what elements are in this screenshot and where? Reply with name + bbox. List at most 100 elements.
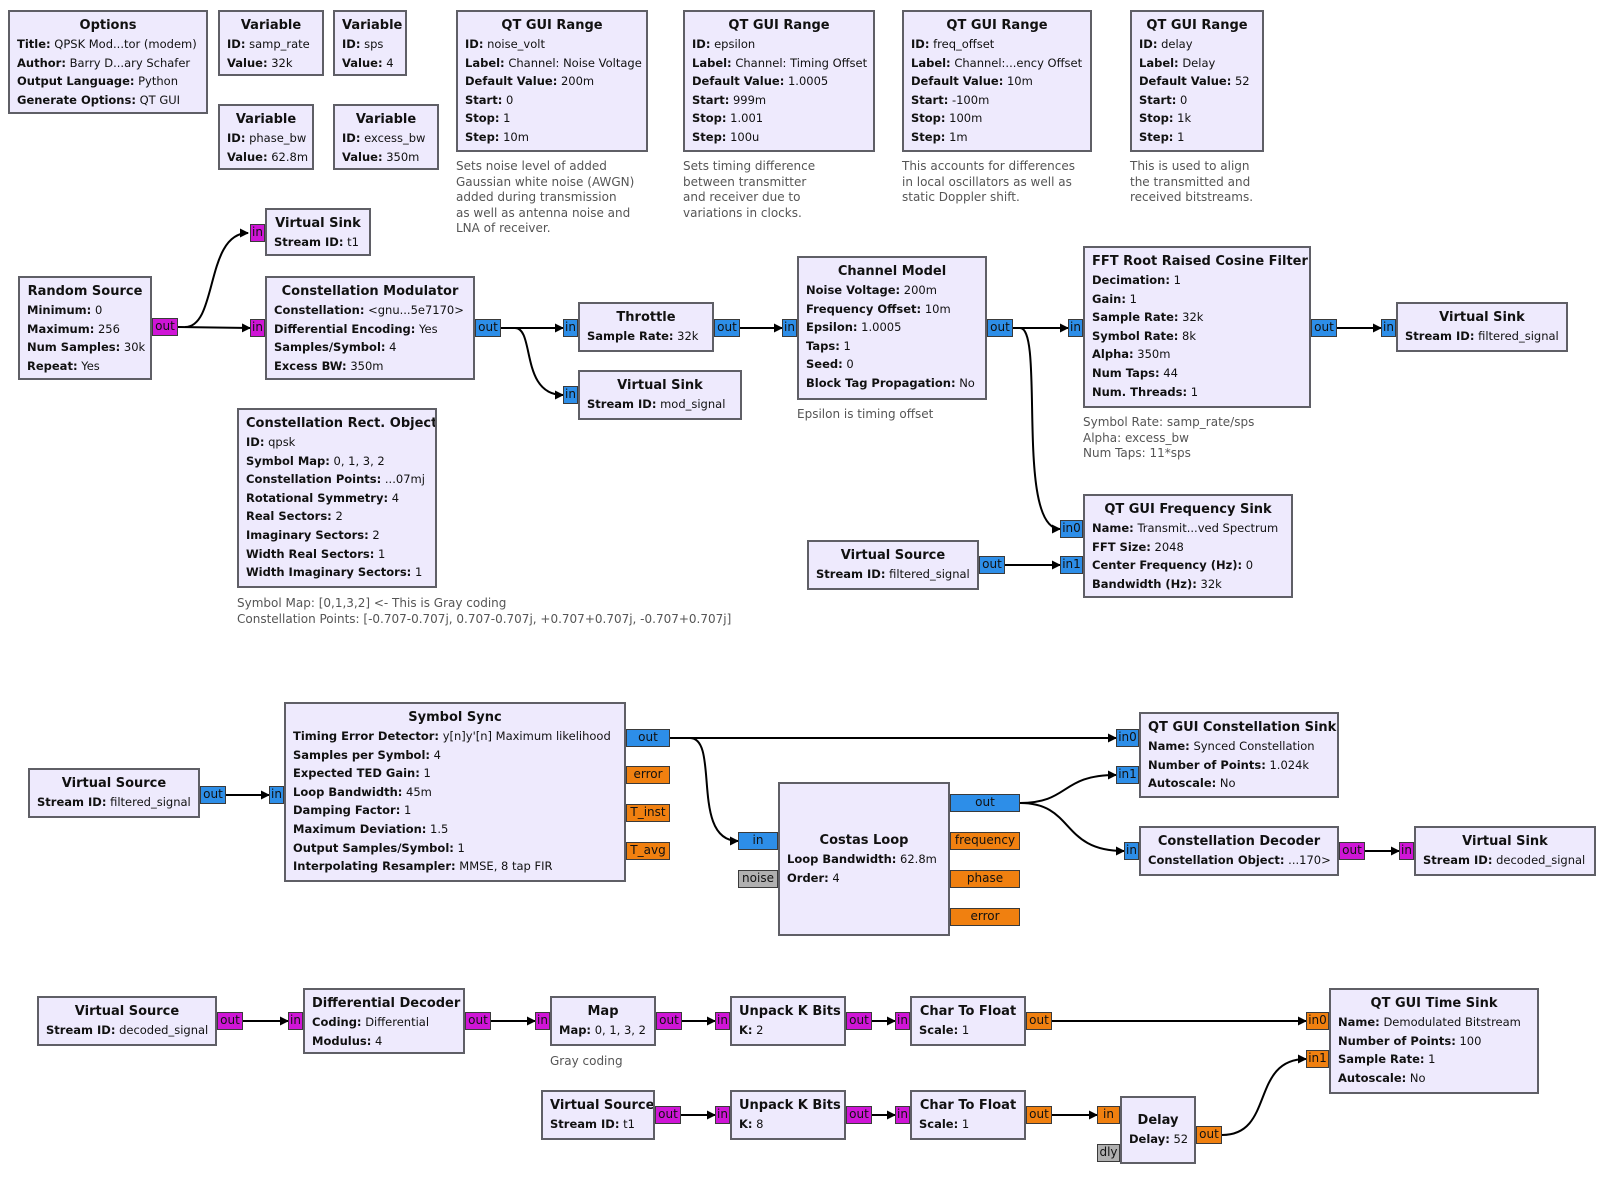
block-param: Author: Barry D...ary Schafer	[17, 54, 199, 73]
delay-dly-port[interactable]: dly	[1097, 1144, 1120, 1162]
symbol-sync-t-avg-port[interactable]: T_avg	[626, 842, 670, 860]
map-out-port[interactable]: out	[656, 1012, 682, 1030]
param-value: Yes	[419, 321, 438, 336]
unpack8-out-port[interactable]: out	[846, 1106, 872, 1124]
throttle-out-port[interactable]: out	[714, 319, 740, 337]
vsink-mod-in-port[interactable]: in	[563, 386, 578, 404]
time-sink-in1-port[interactable]: in1	[1306, 1050, 1329, 1068]
vsrc-decoded-out-port[interactable]: out	[217, 1012, 243, 1030]
vsink-decoded-in-port[interactable]: in	[1399, 842, 1414, 860]
param-key: ID:	[1139, 37, 1158, 51]
c2f1-in-port[interactable]: in	[895, 1012, 910, 1030]
symbol-sync-error-port[interactable]: error	[626, 766, 670, 784]
channel-out-port[interactable]: out	[987, 319, 1013, 337]
costas-in-port[interactable]: in	[738, 832, 778, 850]
param-key: Number of Points:	[1148, 757, 1266, 772]
costas-out-port[interactable]: out	[950, 794, 1020, 812]
rrc-out-port[interactable]: out	[1311, 319, 1337, 337]
symbol-sync-out-port[interactable]: out	[626, 729, 670, 747]
freq-sink-in0-port[interactable]: in0	[1060, 520, 1083, 538]
map-in-port[interactable]: in	[535, 1012, 550, 1030]
param-value: 0	[846, 357, 854, 372]
unpack2-in-port[interactable]: in	[715, 1012, 730, 1030]
unpack2-out-port[interactable]: out	[846, 1012, 872, 1030]
block-param: ID: freq_offset	[911, 35, 1083, 54]
rrc-in-port[interactable]: in	[1068, 319, 1083, 337]
delay-out-port[interactable]: out	[1196, 1126, 1222, 1144]
vsink-filtered-in-port[interactable]: in	[1381, 319, 1396, 337]
random-source-out-port[interactable]: out	[152, 318, 178, 336]
c2f1-out-port[interactable]: out	[1026, 1012, 1052, 1030]
c2f2-out-port[interactable]: out	[1026, 1106, 1052, 1124]
param-key: Default Value:	[692, 74, 785, 89]
diff-decoder-in-port[interactable]: in	[288, 1012, 303, 1030]
costas-phase-port[interactable]: phase	[950, 870, 1020, 888]
const-decoder-in-port[interactable]: in	[1124, 842, 1139, 860]
vsrc-filtered-1-out-port[interactable]: out	[979, 556, 1005, 574]
throttle-in-port[interactable]: in	[563, 319, 578, 337]
costas-frequency-port[interactable]: frequency	[950, 832, 1020, 850]
vsrc-filtered-2-out-port[interactable]: out	[200, 786, 226, 804]
const-sink-in1-port[interactable]: in1	[1116, 766, 1139, 784]
channel-in-port[interactable]: in	[782, 319, 797, 337]
const-mod-out-port[interactable]: out	[475, 319, 501, 337]
delay-in-port[interactable]: in	[1097, 1106, 1120, 1124]
costas-error-port[interactable]: error	[950, 908, 1020, 926]
const-decoder-out-port[interactable]: out	[1339, 842, 1365, 860]
freq-sink-in1-port[interactable]: in1	[1060, 556, 1083, 574]
const-mod-in-port[interactable]: in	[250, 319, 265, 337]
symbol-sync-t-inst-port[interactable]: T_inst	[626, 804, 670, 822]
param-value: 0	[94, 303, 103, 317]
costas-noise-port[interactable]: noise	[738, 870, 778, 888]
wire-random-to-modulator	[177, 323, 251, 333]
vsrc-t1-out-port[interactable]: out	[655, 1106, 681, 1124]
symbol-sync-in-port[interactable]: in	[269, 786, 284, 804]
param-value: 44	[1163, 365, 1178, 380]
wire-delay-to-time-sink	[1221, 1054, 1307, 1136]
const-sink-in0-port[interactable]: in0	[1116, 729, 1139, 747]
c2f2-in-port[interactable]: in	[895, 1106, 910, 1124]
param-value: 32k	[677, 329, 699, 343]
time-sink-in0-port[interactable]: in0	[1306, 1012, 1329, 1030]
vsink-t1-in-port[interactable]: in	[250, 224, 265, 242]
block-title: Variable	[240, 18, 302, 33]
diff-decoder-out-port[interactable]: out	[465, 1012, 491, 1030]
unpack8-in-port[interactable]: in	[715, 1106, 730, 1124]
